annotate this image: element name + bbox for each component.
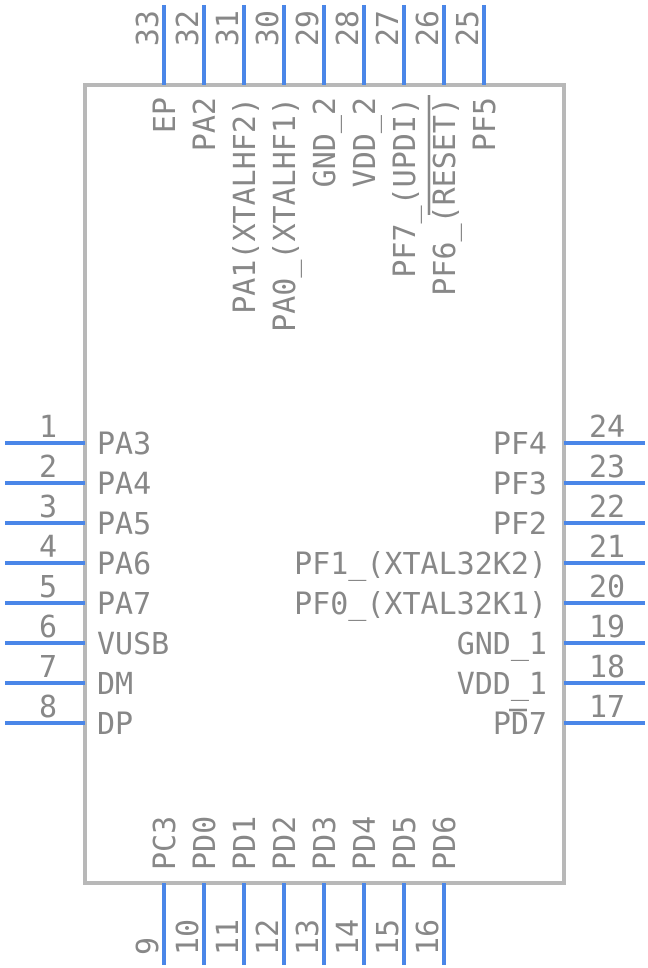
pin-24-number: 24 [589, 410, 625, 445]
pin-21-number: 21 [589, 530, 625, 565]
pin-30-number: 30 [251, 10, 286, 46]
pin-4-number: 4 [39, 530, 57, 565]
pin-10-number: 10 [171, 919, 206, 955]
pin-25-label: PF5 [468, 97, 503, 151]
pin-7-label: DM [97, 667, 133, 702]
pin-3-label: PA5 [97, 507, 151, 542]
pin-2-number: 2 [39, 450, 57, 485]
pin-30-label: PA0_(XTALHF1) [268, 97, 303, 332]
pin-31-number: 31 [211, 10, 246, 46]
pin-26-label: PF6_(RESET) [428, 97, 463, 296]
pin-33-number: 33 [131, 10, 166, 46]
pin-29-label: GND_2 [308, 97, 343, 187]
pin-31-label: PA1(XTALHF2) [228, 97, 263, 314]
pin-7-number: 7 [39, 650, 57, 685]
pin-18-number: 18 [589, 650, 625, 685]
pin-24-label: PF4 [493, 427, 547, 462]
pin-17-label: PD7 [493, 707, 547, 742]
pin-27-label: PF7_(UPDI) [388, 97, 423, 278]
pin-9-number: 9 [131, 937, 166, 955]
pin-26-number: 26 [411, 10, 446, 46]
pin-6-number: 6 [39, 610, 57, 645]
pin-23-label: PF3 [493, 467, 547, 502]
pin-22-number: 22 [589, 490, 625, 525]
pin-8-label: DP [97, 707, 133, 742]
pin-6-label: VUSB [97, 627, 169, 662]
pin-12-label: PD2 [268, 816, 303, 870]
pin-8-number: 8 [39, 690, 57, 725]
pin-28-number: 28 [331, 10, 366, 46]
pin-2-label: PA4 [97, 467, 151, 502]
pin-32-number: 32 [171, 10, 206, 46]
pin-19-label: GND_1 [457, 627, 547, 662]
pin-13-number: 13 [291, 919, 326, 955]
pin-27-number: 27 [371, 10, 406, 46]
pin-1-label: PA3 [97, 427, 151, 462]
pin-10-label: PD0 [188, 816, 223, 870]
pin-14-number: 14 [331, 919, 366, 955]
pin-11-number: 11 [211, 919, 246, 955]
pin-11-label: PD1 [228, 816, 263, 870]
pin-18-label: VDD_1 [457, 667, 547, 702]
pin-15-label: PD5 [388, 816, 423, 870]
pin-4-label: PA6 [97, 547, 151, 582]
pin-1-number: 1 [39, 410, 57, 445]
pin-5-label: PA7 [97, 587, 151, 622]
pin-20-number: 20 [589, 570, 625, 605]
pin-3-number: 3 [39, 490, 57, 525]
pin-28-label: VDD_2 [348, 97, 383, 187]
pin-32-label: PA2 [188, 97, 223, 151]
pin-16-label: PD6 [428, 816, 463, 870]
pin-15-number: 15 [371, 919, 406, 955]
pin-19-number: 19 [589, 610, 625, 645]
pin-21-label: PF1_(XTAL32K2) [294, 547, 547, 582]
pin-13-label: PD3 [308, 816, 343, 870]
pin-25-number: 25 [451, 10, 486, 46]
pin-29-number: 29 [291, 10, 326, 46]
pin-20-label: PF0_(XTAL32K1) [294, 587, 547, 622]
pin-33-label: EP [148, 97, 183, 133]
pin-17-number: 17 [589, 690, 625, 725]
pin-9-label: PC3 [148, 816, 183, 870]
ic-body-outline [83, 83, 566, 885]
pin-12-number: 12 [251, 919, 286, 955]
pin-22-label: PF2 [493, 507, 547, 542]
pin-16-number: 16 [411, 919, 446, 955]
pin-23-number: 23 [589, 450, 625, 485]
pin-14-label: PD4 [348, 816, 383, 870]
pin-5-number: 5 [39, 570, 57, 605]
